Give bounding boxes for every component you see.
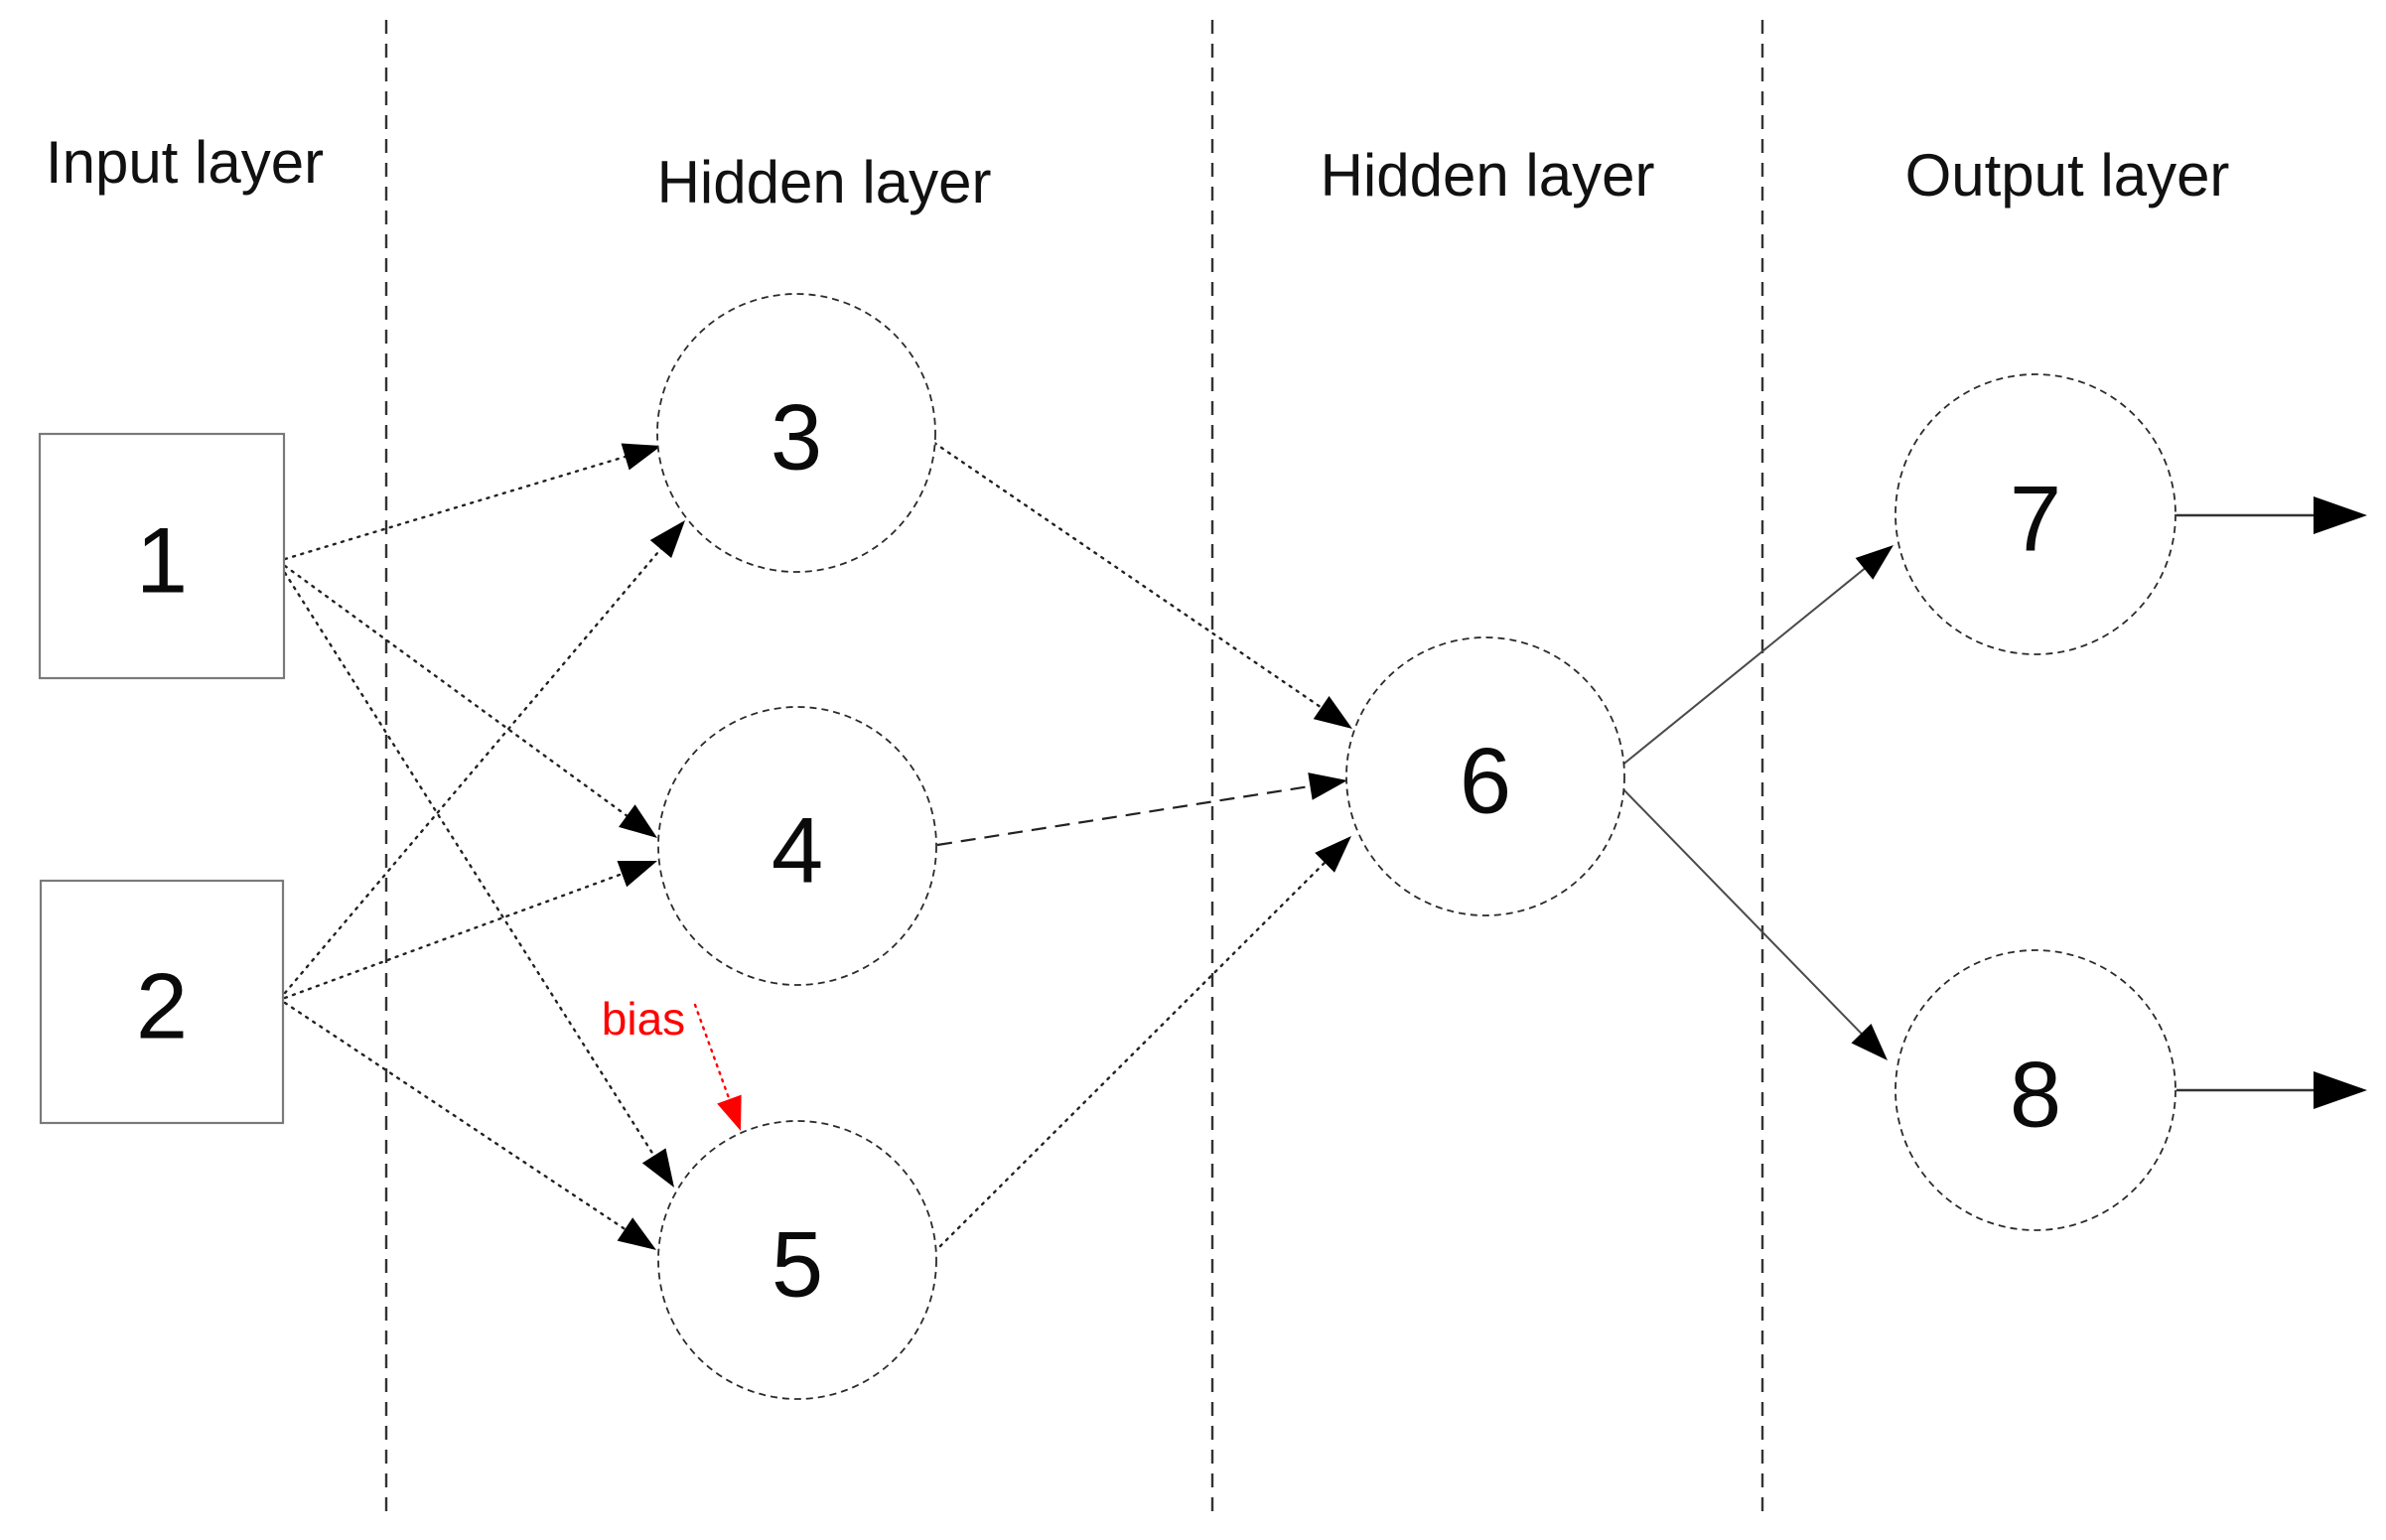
- arrowhead-2-3: [649, 520, 685, 559]
- arrowhead-1-3: [621, 443, 661, 471]
- node-label-7: 7: [2010, 467, 2061, 571]
- node-7: [1895, 373, 2176, 655]
- arrowhead-2-4: [617, 860, 657, 888]
- layer-label-hidden-layer-2: Hidden layer: [1321, 142, 1655, 209]
- node-label-2: 2: [136, 954, 188, 1058]
- arrowhead-2-5: [617, 1217, 656, 1250]
- node-label-5: 5: [772, 1212, 823, 1317]
- edge-1-5: [283, 571, 660, 1166]
- node-3: [656, 293, 936, 573]
- arrowhead-1-4: [619, 804, 657, 838]
- arrowhead-4-6: [1308, 772, 1347, 800]
- node-6: [1345, 636, 1625, 916]
- bias-arrow: [693, 1003, 734, 1109]
- node-label-4: 4: [772, 798, 823, 903]
- node-label-3: 3: [771, 385, 822, 490]
- layer-label-input-layer: Input layer: [46, 129, 324, 196]
- edge-3-6: [932, 441, 1331, 715]
- node-4: [657, 706, 937, 986]
- arrowhead-6-7: [1855, 545, 1894, 580]
- node-2: [39, 879, 285, 1125]
- node-label-1: 1: [136, 508, 188, 613]
- bias-arrowhead: [717, 1094, 742, 1131]
- node-label-6: 6: [1460, 729, 1511, 833]
- arrowhead-7-out: [2314, 496, 2367, 534]
- node-5: [657, 1120, 937, 1400]
- node-1: [38, 432, 286, 680]
- arrowhead-5-6: [1315, 836, 1351, 873]
- arrowhead-1-5: [641, 1148, 674, 1188]
- node-label-8: 8: [2010, 1043, 2061, 1147]
- edge-2-5: [283, 1001, 634, 1236]
- edge-6-8: [1619, 785, 1869, 1042]
- layer-label-output-layer: Output layer: [1905, 142, 2230, 209]
- edge-2-3: [283, 540, 668, 995]
- node-8: [1895, 949, 2176, 1231]
- arrowhead-3-6: [1313, 695, 1352, 729]
- arrowhead-8-out: [2314, 1071, 2367, 1109]
- layer-label-hidden-layer-1: Hidden layer: [657, 149, 992, 215]
- edge-1-3: [283, 453, 635, 561]
- arrowhead-6-8: [1851, 1024, 1888, 1060]
- edge-6-7: [1619, 562, 1873, 768]
- edge-5-6: [932, 854, 1333, 1254]
- edge-2-4: [283, 869, 632, 1000]
- bias-label: bias: [602, 993, 685, 1045]
- edge-4-6: [936, 783, 1321, 847]
